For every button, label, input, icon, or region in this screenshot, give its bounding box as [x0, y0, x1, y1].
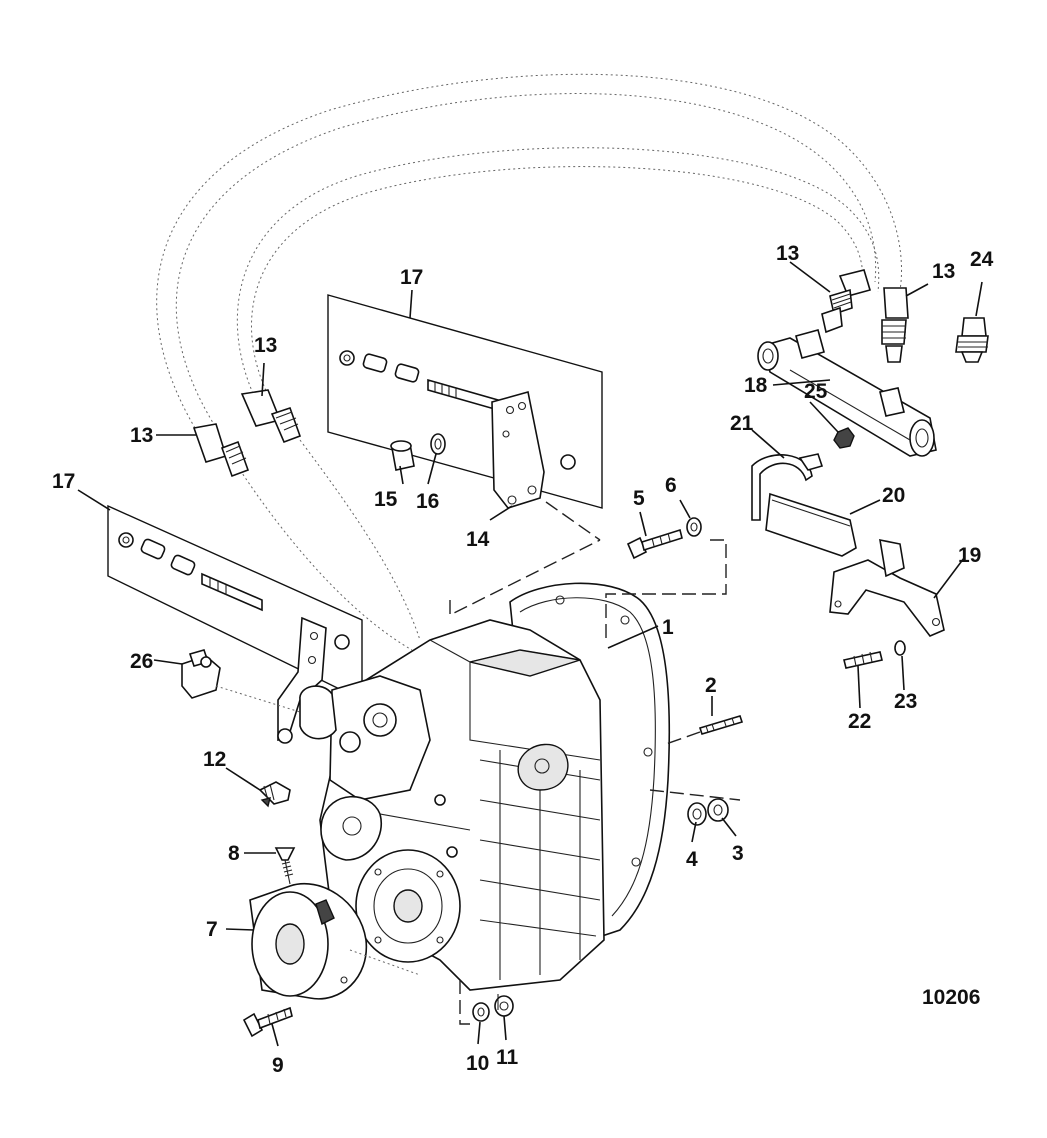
- assembly-guide-lines: [349, 501, 741, 1025]
- callout-13-cooler-left: 13: [776, 242, 799, 265]
- callout-26: 26: [130, 650, 153, 673]
- callout-19: 19: [958, 544, 981, 567]
- shift-bracket: [277, 616, 327, 744]
- callout-15: 15: [374, 488, 398, 511]
- set-screw: [274, 847, 296, 885]
- callout-6: 6: [665, 474, 677, 497]
- callout-17-lower: 17: [52, 470, 75, 493]
- pressure-sender: [955, 317, 989, 363]
- callout-13-left: 13: [130, 424, 153, 447]
- coupling: [249, 883, 368, 1000]
- callout-2: 2: [705, 674, 717, 697]
- callout-22: 22: [848, 710, 871, 733]
- bracket-screw: [843, 640, 906, 669]
- bolt-and-washer-right: [626, 517, 702, 560]
- cooler-bracket: [829, 538, 945, 637]
- callout-14: 14: [466, 528, 490, 551]
- sensor-fitting: [181, 649, 301, 713]
- callout-1: 1: [662, 616, 674, 639]
- callout-23: 23: [894, 690, 917, 713]
- figure-reference-number: 10206: [922, 986, 980, 1009]
- callout-18: 18: [744, 374, 768, 397]
- callout-13-center: 13: [254, 334, 277, 357]
- callout-16: 16: [416, 490, 439, 513]
- callout-24: 24: [970, 248, 994, 271]
- callout-8: 8: [228, 842, 240, 865]
- oil-cooler-hoses: [156, 73, 902, 651]
- callout-20: 20: [882, 484, 905, 507]
- bolt-and-washer: [390, 433, 446, 471]
- callout-17-upper: 17: [400, 266, 423, 289]
- output-flange: [355, 849, 461, 963]
- callout-7: 7: [206, 918, 218, 941]
- callout-4: 4: [686, 848, 698, 871]
- callout-9: 9: [272, 1054, 284, 1077]
- callout-11: 11: [496, 1046, 519, 1069]
- callout-3: 3: [732, 842, 744, 865]
- hose-fitting-cooler-left: [821, 269, 872, 334]
- clamp-insulator: [765, 492, 857, 557]
- hose-clamp: [751, 453, 824, 521]
- callout-12: 12: [203, 748, 226, 771]
- hose-fitting-left-a: [192, 423, 250, 478]
- elbow-fitting: [258, 781, 291, 808]
- washers-bottom: [472, 995, 514, 1022]
- callout-25: 25: [804, 380, 828, 403]
- callout-leaders: [77, 261, 983, 1047]
- callout-10: 10: [466, 1052, 489, 1075]
- washers-right: [687, 798, 729, 826]
- hardware-kit-panel-upper: [327, 294, 603, 509]
- callout-labels: 1 2 3 4 5 6 7 8 9 10 11 12 13 13 13 13 1…: [52, 242, 994, 1077]
- hose-fitting-left-b: [240, 389, 302, 444]
- stud: [665, 715, 744, 745]
- nut: [833, 427, 855, 449]
- oil-cooler: [757, 329, 937, 457]
- hose-fitting-cooler-right: [881, 287, 909, 363]
- coupling-bolt: [242, 1006, 293, 1038]
- callout-13-cooler-right: 13: [932, 260, 955, 283]
- mounting-plate: [491, 390, 545, 509]
- callout-21: 21: [730, 412, 754, 435]
- callout-5: 5: [633, 487, 645, 510]
